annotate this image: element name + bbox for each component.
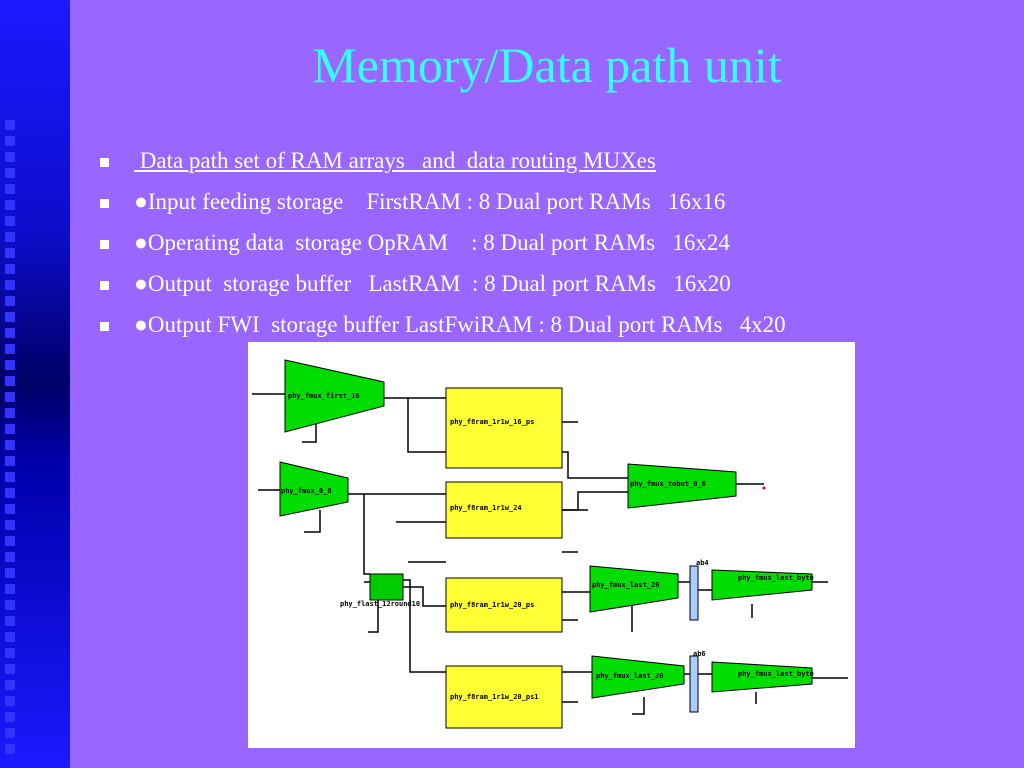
decor-square	[5, 376, 15, 386]
left-decorative-bar	[0, 0, 70, 768]
flast-block	[369, 573, 404, 601]
block-label: phy_fmux_tobut_0_8	[630, 480, 706, 488]
decor-square	[5, 232, 15, 242]
decor-square	[5, 296, 15, 306]
bullet-text: ●Operating data storage OpRAM : 8 Dual p…	[134, 230, 730, 255]
decor-square	[5, 312, 15, 322]
bullet-text: ●Output storage buffer LastRAM : 8 Dual …	[134, 271, 731, 296]
decor-square	[5, 360, 15, 370]
ram-block	[445, 665, 563, 729]
decor-square	[5, 440, 15, 450]
bullet-item: ●Output FWI storage buffer LastFwiRAM : …	[100, 312, 1000, 353]
decor-square	[5, 136, 15, 146]
register-block	[689, 655, 699, 713]
decor-square	[5, 584, 15, 594]
block-label: ab6	[693, 650, 706, 658]
decor-square	[5, 504, 15, 514]
mux-block	[284, 359, 385, 433]
decor-square	[5, 744, 15, 754]
block-label: phy_flast_12round10	[340, 600, 420, 608]
bullet-item: Data path set of RAM arrays and data rou…	[100, 148, 1000, 189]
decor-square	[5, 568, 15, 578]
decor-square	[5, 552, 15, 562]
decor-square	[5, 200, 15, 210]
mux-block	[627, 463, 737, 509]
decor-square	[5, 264, 15, 274]
bullet-list: Data path set of RAM arrays and data rou…	[100, 148, 1000, 353]
decor-square	[5, 632, 15, 642]
bullet-item: ●Output storage buffer LastRAM : 8 Dual …	[100, 271, 1000, 312]
decor-square	[5, 536, 15, 546]
decor-square	[5, 616, 15, 626]
mux-block	[279, 461, 349, 517]
register-block	[689, 565, 699, 621]
decor-square	[5, 120, 15, 130]
decor-square	[5, 216, 15, 226]
decor-square	[5, 728, 15, 738]
decor-square	[5, 456, 15, 466]
block-label: phy_fmux_last_20	[592, 581, 659, 589]
decor-square	[5, 184, 15, 194]
bullet-item: ●Operating data storage OpRAM : 8 Dual p…	[100, 230, 1000, 271]
ram-block	[445, 577, 563, 633]
bullet-text: Data path set of RAM arrays and data rou…	[134, 148, 656, 173]
decor-square	[5, 168, 15, 178]
bullet-square-icon	[100, 199, 109, 208]
ram-block	[445, 387, 563, 469]
bullet-square-icon	[100, 158, 109, 167]
mux-block	[591, 655, 685, 699]
output-port-dot	[762, 486, 766, 490]
block-label: phy_fmux_first_16	[288, 392, 360, 400]
decor-square	[5, 280, 15, 290]
decor-square	[5, 520, 15, 530]
decor-square	[5, 696, 15, 706]
decor-square	[5, 472, 15, 482]
decor-square	[5, 152, 15, 162]
block-label: phy_f8ram_1r1w_20_ps	[450, 601, 534, 609]
bullet-text: ●Output FWI storage buffer LastFwiRAM : …	[134, 312, 786, 337]
bullet-square-icon	[100, 322, 109, 331]
decor-square	[5, 248, 15, 258]
decor-square	[5, 344, 15, 354]
block-label: phy_f8ram_1r1w_24	[450, 504, 522, 512]
block-label: ab4	[696, 559, 709, 567]
decor-square	[5, 424, 15, 434]
mux-block	[711, 569, 813, 601]
slide-title: Memory/Data path unit	[312, 37, 782, 93]
decor-square	[5, 488, 15, 498]
bullet-square-icon	[100, 240, 109, 249]
decor-square	[5, 408, 15, 418]
decor-square	[5, 712, 15, 722]
decor-square	[5, 600, 15, 610]
datapath-diagram: phy_fmux_first_16 phy_f8ram_1r1w_16_ps p…	[248, 342, 855, 748]
block-label: phy_fmux_last_byte	[738, 670, 814, 678]
decor-square	[5, 392, 15, 402]
block-label: phy_f8ram_1r1w_16_ps	[450, 418, 534, 426]
block-label: phy_fmux_last_20	[596, 672, 663, 680]
block-label: phy_f8ram_1r1w_20_ps1	[450, 693, 539, 701]
decor-square	[5, 680, 15, 690]
decor-square	[5, 648, 15, 658]
block-label: phy_fmux_0_8	[281, 487, 332, 495]
ram-block	[445, 481, 563, 539]
wires	[252, 393, 848, 715]
decor-square	[5, 664, 15, 674]
bullet-text: ●Input feeding storage FirstRAM : 8 Dual…	[134, 189, 726, 214]
bullet-square-icon	[100, 281, 109, 290]
block-label: phy_fmux_last_byte	[738, 574, 814, 582]
mux-block	[711, 661, 813, 693]
decor-square	[5, 328, 15, 338]
mux-block	[589, 565, 679, 613]
bullet-item: ●Input feeding storage FirstRAM : 8 Dual…	[100, 189, 1000, 230]
datapath-schematic: phy_fmux_first_16 phy_f8ram_1r1w_16_ps p…	[252, 359, 848, 729]
